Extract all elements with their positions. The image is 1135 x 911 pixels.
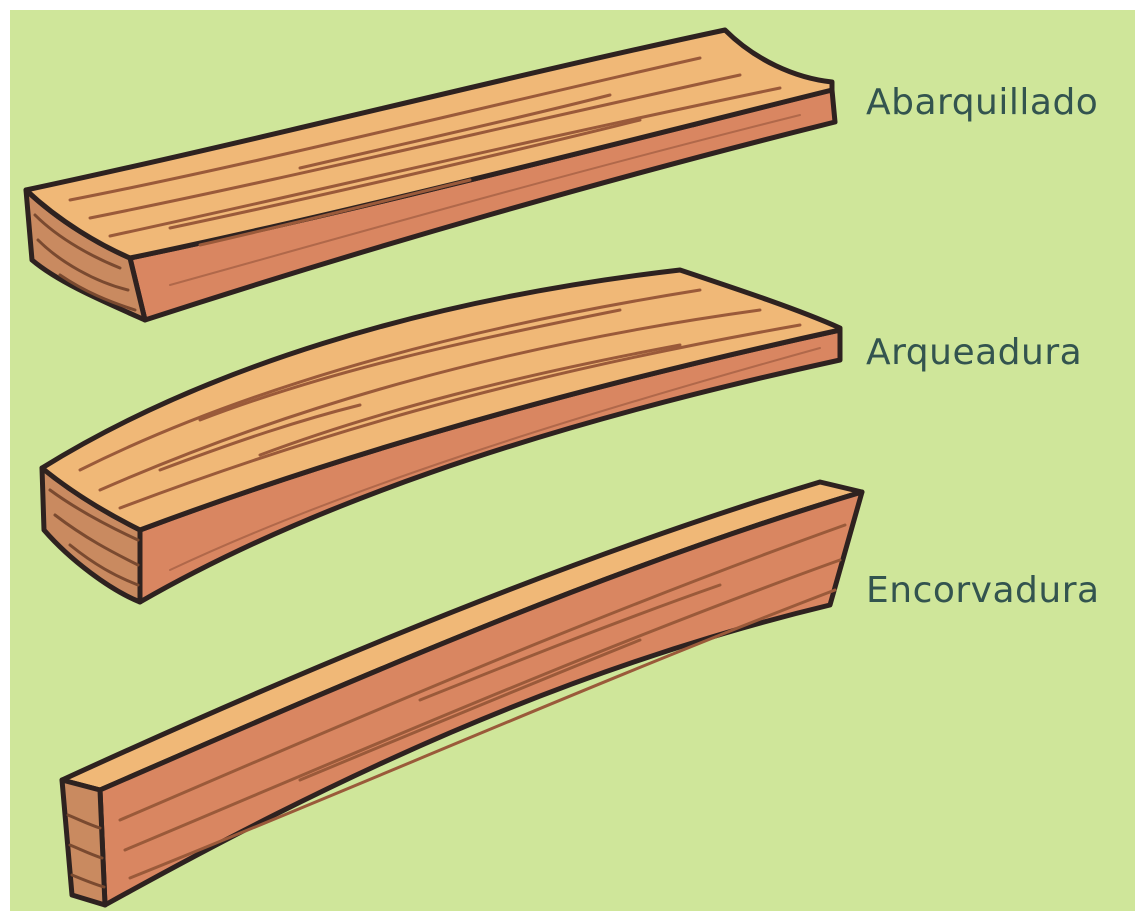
board-abarquillado (26, 30, 835, 320)
label-encorvadura: Encorvadura (866, 570, 1100, 611)
label-arqueadura: Arqueadura (866, 332, 1082, 373)
label-abarquillado: Abarquillado (866, 82, 1098, 123)
